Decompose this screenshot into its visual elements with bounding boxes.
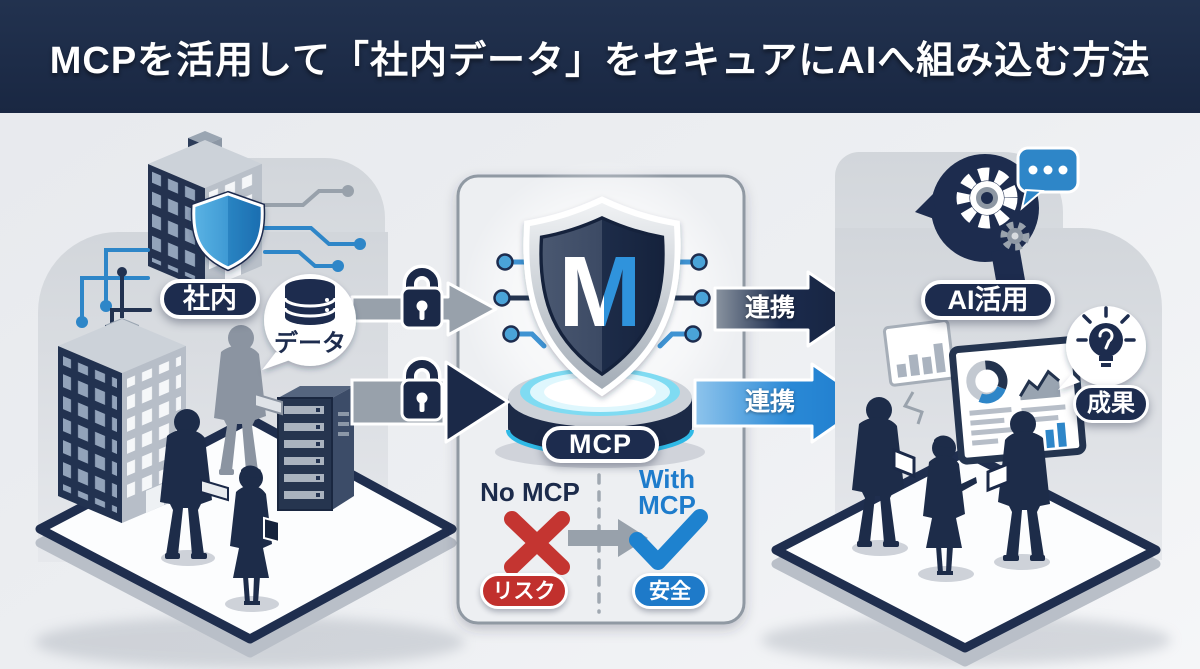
server-rack-icon xyxy=(277,386,354,511)
ai-head-icon xyxy=(915,154,1039,286)
monogram-right-half: M xyxy=(558,236,642,348)
lock-bottom-icon xyxy=(400,356,444,422)
people-right-group xyxy=(852,397,1050,582)
mcp-pill: MCP xyxy=(542,426,659,463)
database-icon xyxy=(283,279,337,325)
with-mcp-heading: With MCP xyxy=(638,464,696,520)
risk-badge: リスク xyxy=(480,573,568,609)
person-man-tablet-right xyxy=(852,397,916,547)
office-building-bottom xyxy=(58,267,186,524)
results-pill: 成果 xyxy=(1073,385,1149,423)
ai-usage-pill: AI活用 xyxy=(921,280,1055,320)
person-woman-tablet xyxy=(230,465,280,605)
no-mcp-heading: No MCP xyxy=(480,477,580,507)
page-title: MCPを活用して「社内データ」をセキュアにAIへ組み込む方法 xyxy=(49,40,1151,82)
title-bar: MCPを活用して「社内データ」をセキュアにAIへ組み込む方法 xyxy=(0,0,1200,113)
person-man-facing-screen xyxy=(986,411,1050,561)
lightbulb-icon xyxy=(1076,306,1136,367)
arrow-small-gray xyxy=(568,519,648,557)
person-gray-manager xyxy=(214,325,283,475)
chat-bubble-icon xyxy=(1016,146,1080,211)
monogram-left-half: M xyxy=(558,236,642,348)
link-label-bottom: 連携 xyxy=(744,387,795,416)
person-woman-pointing xyxy=(923,435,977,575)
data-bubble-label: データ xyxy=(274,330,346,357)
link-label-top: 連携 xyxy=(744,293,795,322)
safe-badge: 安全 xyxy=(632,573,708,609)
shield-icon-small xyxy=(190,190,266,272)
internal-label-pill: 社内 xyxy=(160,279,260,319)
lock-top-icon xyxy=(400,264,444,330)
mcp-shield xyxy=(523,196,681,397)
person-man-laptop xyxy=(160,409,229,559)
mcp-shield-monogram: M M xyxy=(550,232,650,352)
check-icon xyxy=(629,509,708,570)
cross-icon xyxy=(504,511,570,575)
people-left-group xyxy=(160,325,283,612)
